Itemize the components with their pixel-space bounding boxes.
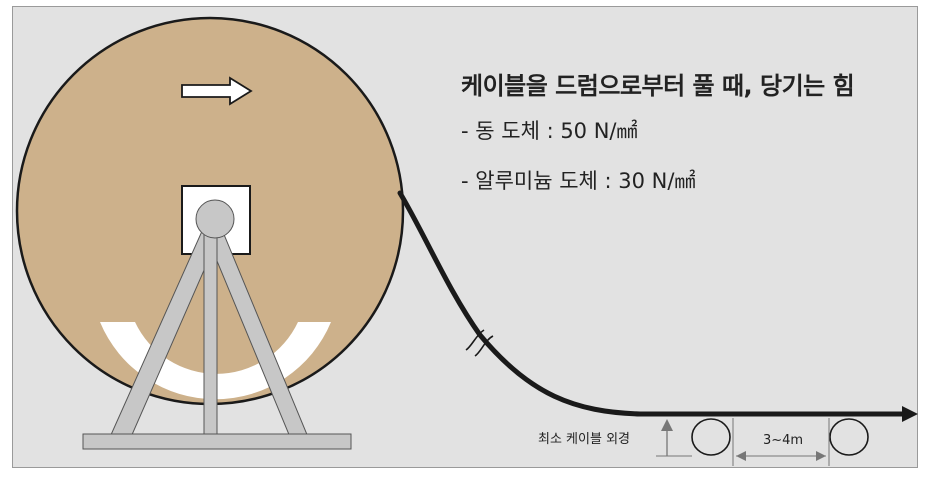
copper-conductor-force: - 동 도체 : 50 N/㎟ [461, 119, 638, 143]
roller-spacing-label: 3~4m [763, 433, 804, 448]
min-cable-diameter-label: 최소 케이블 외경 [538, 432, 630, 447]
right-arrow-icon [181, 76, 253, 106]
min-diameter-dimension [656, 419, 692, 457]
drum-axle [195, 199, 235, 239]
roller-right [829, 418, 869, 456]
drum-stand [82, 185, 352, 450]
stand-center-post [203, 219, 218, 438]
stand-base [82, 433, 352, 450]
roller-left [691, 418, 731, 456]
pulling-force-info: 케이블을 드럼으로부터 풀 때, 당기는 힘 - 동 도체 : 50 N/㎟ -… [461, 66, 855, 215]
break-mark-icon [465, 329, 494, 357]
aluminum-conductor-force: - 알루미늄 도체 : 30 N/㎟ [461, 169, 696, 193]
info-title: 케이블을 드럼으로부터 풀 때, 당기는 힘 [461, 72, 855, 100]
cable [397, 190, 905, 417]
cable-direction-arrowhead [902, 406, 918, 422]
roller-spacing-dimension [732, 418, 830, 466]
